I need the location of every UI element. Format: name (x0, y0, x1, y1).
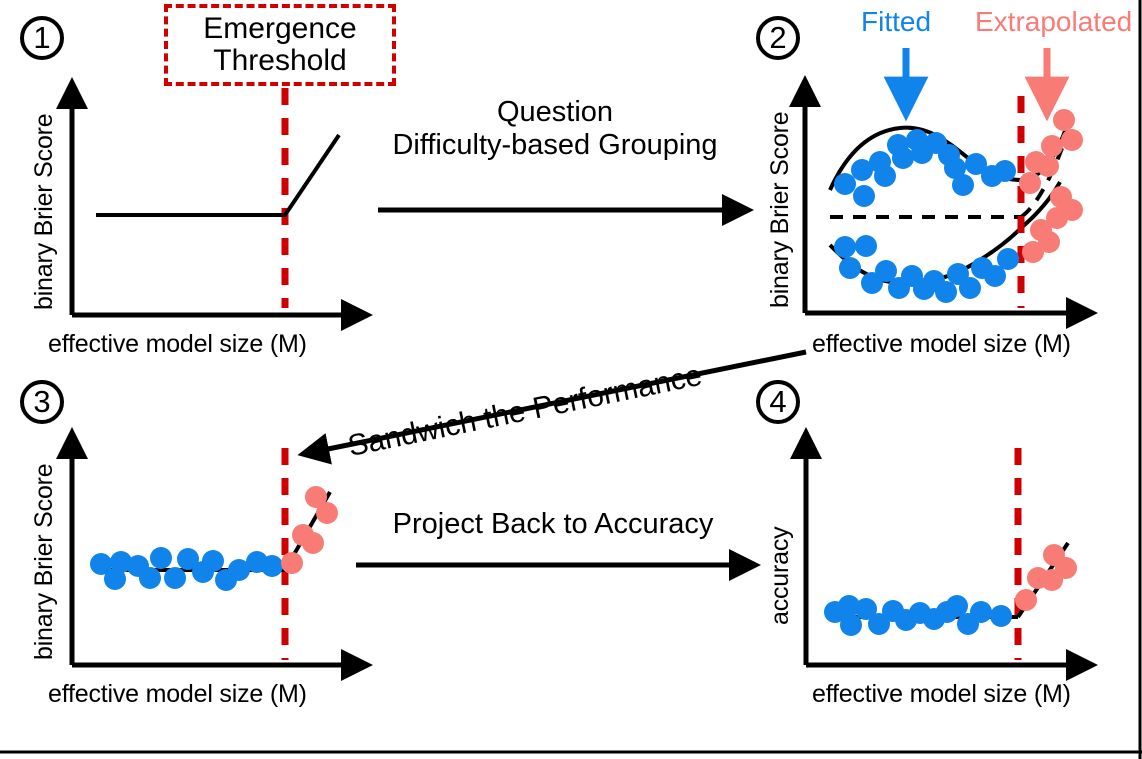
panel-2-x-axis-label: effective model size (M) (812, 330, 1071, 358)
panel-1-curve (96, 133, 341, 217)
panel-3-y-axis-label: binary Brier Score (30, 463, 58, 660)
panel-4-extrapolated-points (1015, 544, 1077, 611)
emergence-threshold-line2: Threshold (213, 44, 347, 77)
panel-1-y-axis-label: binary Brier Score (30, 113, 58, 310)
arrow-project-back-label: Project Back to Accuracy (392, 508, 714, 540)
panel-4-x-axis-label: effective model size (M) (812, 680, 1071, 708)
panel-4-fitted-points (824, 595, 1012, 636)
legend-label-extrapolated: Extrapolated (975, 6, 1133, 37)
arrow-grouping-label: Question Difficulty-based Grouping (380, 96, 730, 162)
panel-3-number: 3 (20, 380, 64, 424)
panel-1-axes (55, 77, 373, 331)
panel-3-fitted-points (90, 547, 283, 591)
arrow-grouping-line1: Question (496, 96, 614, 128)
panel-4-axes (789, 427, 1098, 681)
arrow-grouping-line2: Difficulty-based Grouping (392, 129, 718, 161)
arrow-sandwich (297, 349, 807, 465)
panel-3-x-axis-label: effective model size (M) (48, 680, 307, 708)
panel-3-extrapolated-points (281, 486, 338, 574)
panel-2-number: 2 (756, 16, 800, 60)
panel-2-y-axis-label: binary Brier Score (766, 111, 794, 308)
panel-2-extrapolated-points (1019, 109, 1083, 263)
panel-3-axes (55, 427, 373, 681)
panel-2-mean-dashed-line (830, 147, 1064, 219)
emergence-threshold-box: Emergence Threshold (164, 4, 396, 86)
legend-label-fitted: Fitted (861, 6, 932, 37)
emergence-threshold-text: Emergence Threshold (203, 11, 357, 78)
panel-1-number: 1 (20, 16, 64, 60)
panel-2-fitted-points (834, 129, 1019, 303)
panel-4-y-axis-label: accuracy (766, 526, 794, 625)
emergence-threshold-line1: Emergence (203, 11, 357, 45)
panel-2-axes (788, 75, 1098, 329)
panel-4-number: 4 (756, 380, 800, 424)
panel-1-x-axis-label: effective model size (M) (48, 330, 307, 358)
